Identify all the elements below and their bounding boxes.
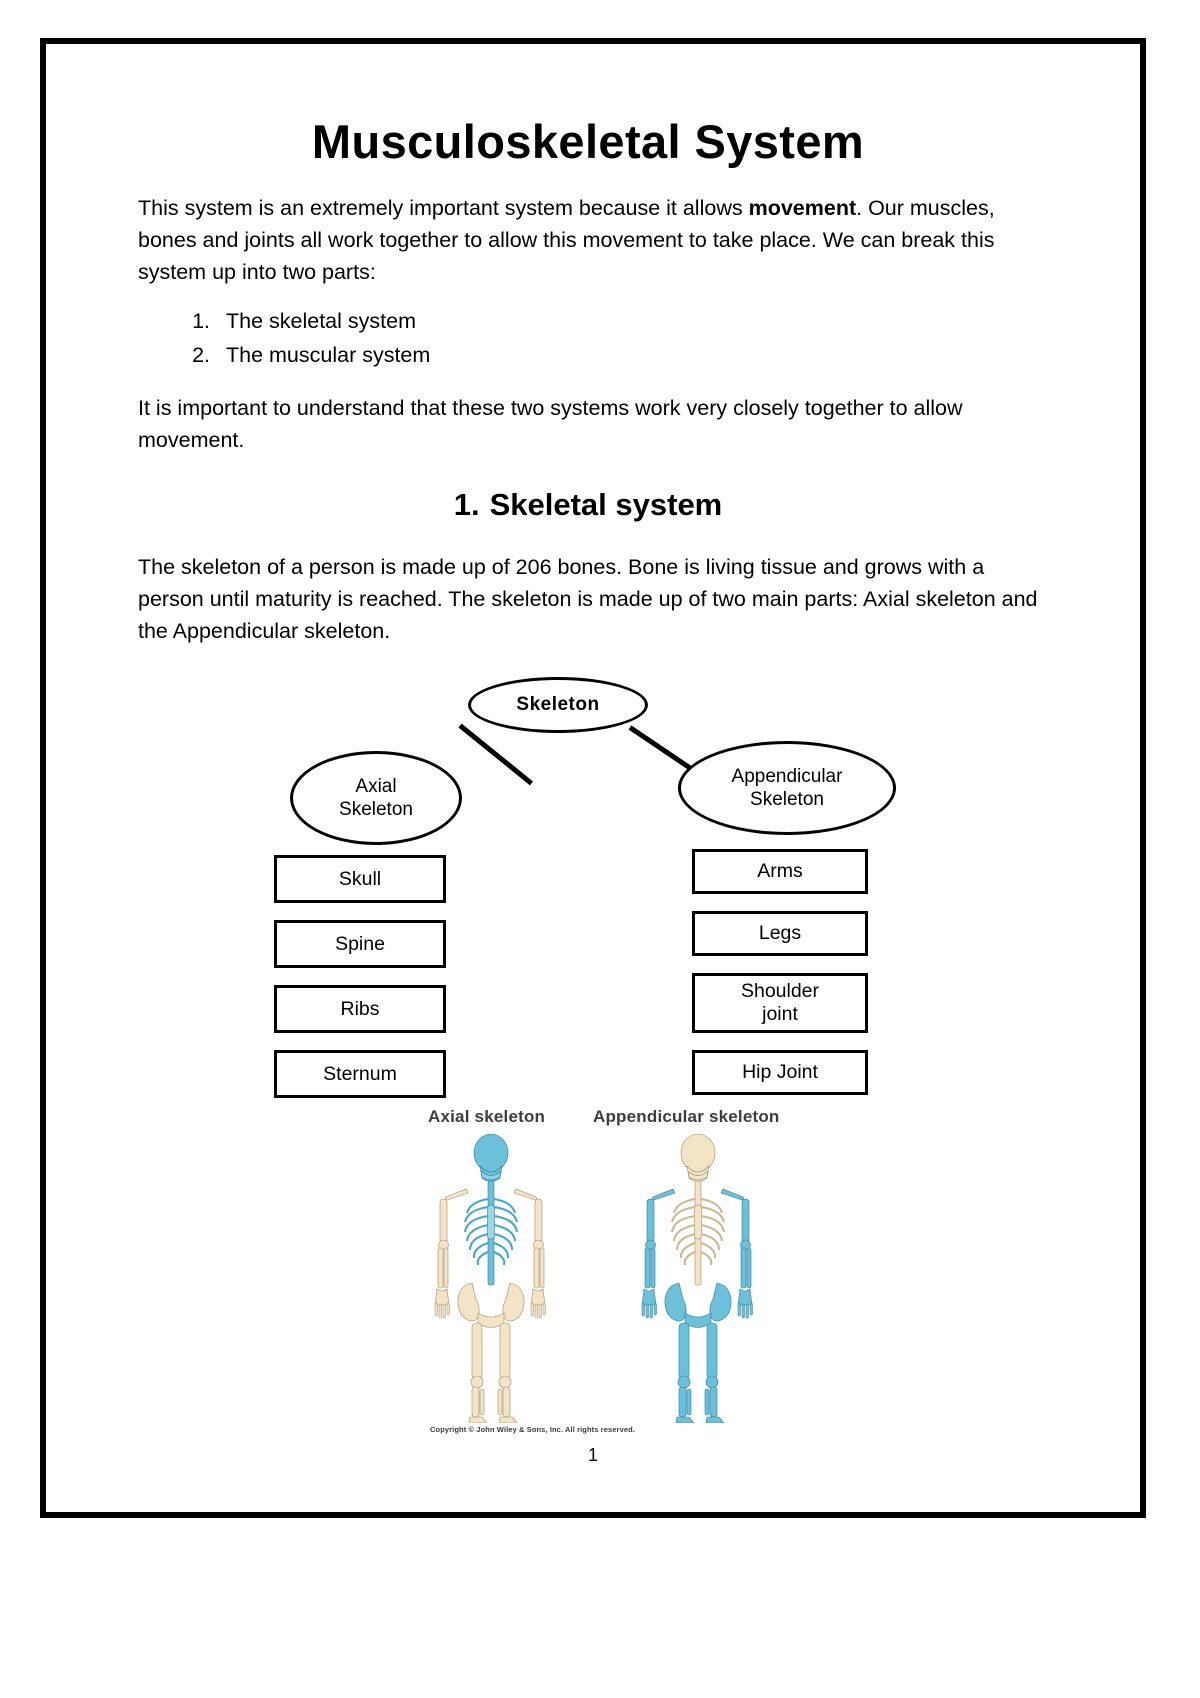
intro-text-after: . Our muscles, bones and joints all work… [138, 195, 995, 285]
bone-box-legs: Legs [692, 911, 868, 957]
skeleton-diagram: Skeleton Axial Skeleton Appendicular Ske… [138, 675, 1038, 1105]
note-paragraph: It is important to understand that these… [138, 396, 963, 453]
page-title: Musculoskeletal System [311, 115, 865, 168]
bone-box-skull-label: Skull [338, 867, 382, 890]
document-page: Musculoskeletal System This system is an… [40, 38, 1146, 1518]
figure-copyright: Copyright © John Wiley & Sons, Inc. All … [430, 1425, 635, 1435]
appendicular-label-line2: Skeleton [750, 789, 824, 811]
bone-box-skull: Skull [274, 855, 446, 904]
appendicular-skeleton-image [641, 1134, 753, 1424]
bone-box-hip-joint: Hip Joint [692, 1050, 868, 1096]
section-heading-text: Skeletal system [489, 486, 723, 522]
connector-line-left [458, 723, 534, 786]
section-paragraph: The skeleton of a person is made up of 2… [138, 554, 1038, 644]
bone-box-shoulder-joint-label: Shoulder joint [741, 980, 819, 1027]
diagram-node-appendicular-skeleton-label: Appendicular Skeleton [732, 765, 843, 813]
bone-box-sternum-label: Sternum [323, 1062, 397, 1085]
skeleton-figure: Axial skeleton Appendicular skeleton [138, 1107, 1038, 1452]
axial-skeleton-image [434, 1134, 546, 1424]
section-heading: 1.Skeletal system [138, 487, 1038, 523]
list-item: The muscular system [216, 340, 1038, 372]
diagram-node-skeleton: Skeleton [468, 677, 648, 734]
diagram-node-axial-skeleton: Axial Skeleton [290, 751, 462, 846]
page-content: Musculoskeletal System This system is an… [138, 116, 1038, 1452]
axial-bone-list: Skull Spine Ribs Sternum [274, 855, 446, 1115]
appendicular-label-line1: Appendicular [731, 765, 843, 787]
bone-box-arms: Arms [692, 849, 868, 895]
skeleton-images [138, 1133, 1038, 1424]
shoulder-line2: joint [762, 1003, 798, 1026]
diagram-node-axial-skeleton-label: Axial Skeleton [339, 775, 413, 823]
intro-paragraph: This system is an extremely important sy… [138, 192, 1038, 289]
bone-box-hip-joint-label: Hip Joint [742, 1061, 818, 1084]
parts-list: The skeletal system The muscular system [138, 306, 1038, 372]
list-item: The skeletal system [216, 306, 1038, 338]
bone-box-spine: Spine [274, 920, 446, 969]
diagram-node-appendicular-skeleton: Appendicular Skeleton [678, 741, 896, 836]
diagram-node-skeleton-label: Skeleton [516, 694, 600, 716]
bone-box-sternum: Sternum [274, 1050, 446, 1099]
bone-box-ribs: Ribs [274, 985, 446, 1034]
figure-label-axial: Axial skeleton [428, 1107, 546, 1127]
page-number: 1 [587, 1445, 598, 1465]
bone-box-shoulder-joint: Shoulder joint [692, 973, 868, 1034]
shoulder-line1: Shoulder [740, 979, 820, 1002]
bone-box-ribs-label: Ribs [340, 997, 380, 1020]
appendicular-bone-list: Arms Legs Shoulder joint Hip Joint [692, 849, 868, 1112]
axial-label-line2: Skeleton [339, 799, 413, 821]
figure-label-appendicular: Appendicular skeleton [593, 1107, 780, 1127]
section-number: 1. [453, 486, 480, 522]
intro-text-before: This system is an extremely important sy… [138, 195, 749, 220]
bone-box-arms-label: Arms [757, 860, 803, 883]
bone-box-spine-label: Spine [335, 932, 385, 955]
axial-label-line1: Axial [355, 775, 397, 797]
bone-box-legs-label: Legs [758, 922, 802, 945]
intro-bold-word: movement [748, 195, 857, 220]
